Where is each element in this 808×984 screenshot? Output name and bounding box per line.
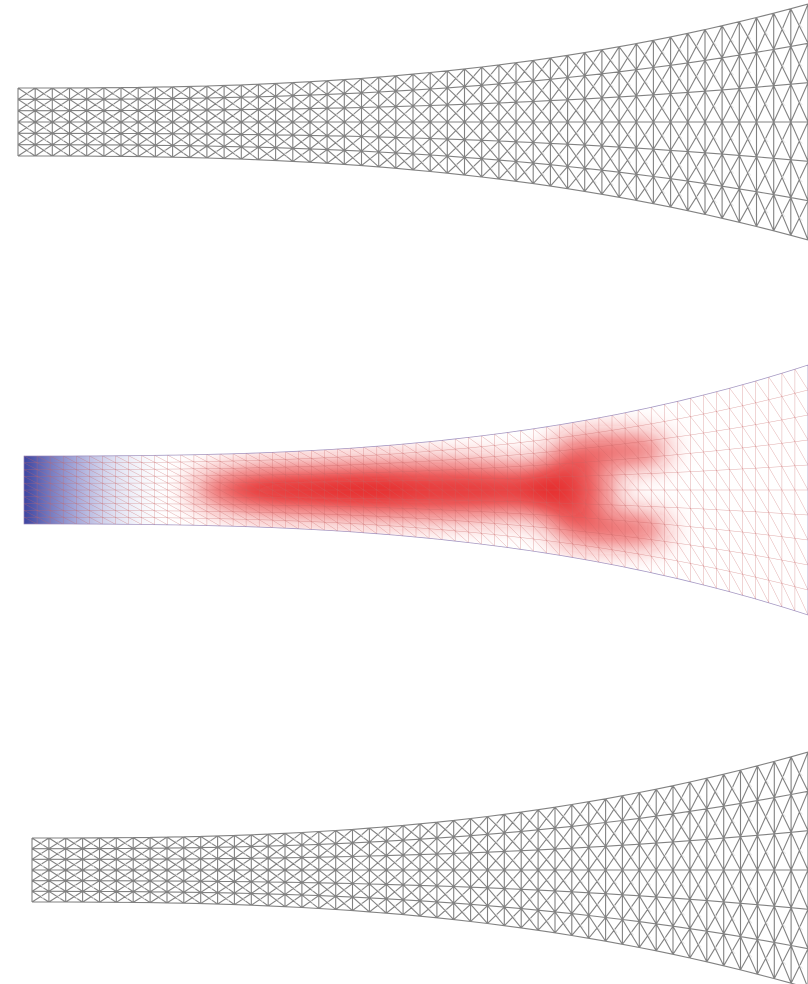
- truss-lattice-bottom-panel: [31, 751, 808, 984]
- truss-top-highlights: [26, 23, 803, 222]
- truss-top-members: [17, 3, 808, 241]
- stress-field-mesh: [23, 364, 808, 616]
- truss-bottom-members: [31, 751, 808, 984]
- truss-lattice-top-panel: [17, 3, 808, 241]
- truss-bottom-highlights: [40, 771, 803, 969]
- stress-field-panel: [23, 364, 808, 616]
- stress-field-outline: [23, 364, 808, 616]
